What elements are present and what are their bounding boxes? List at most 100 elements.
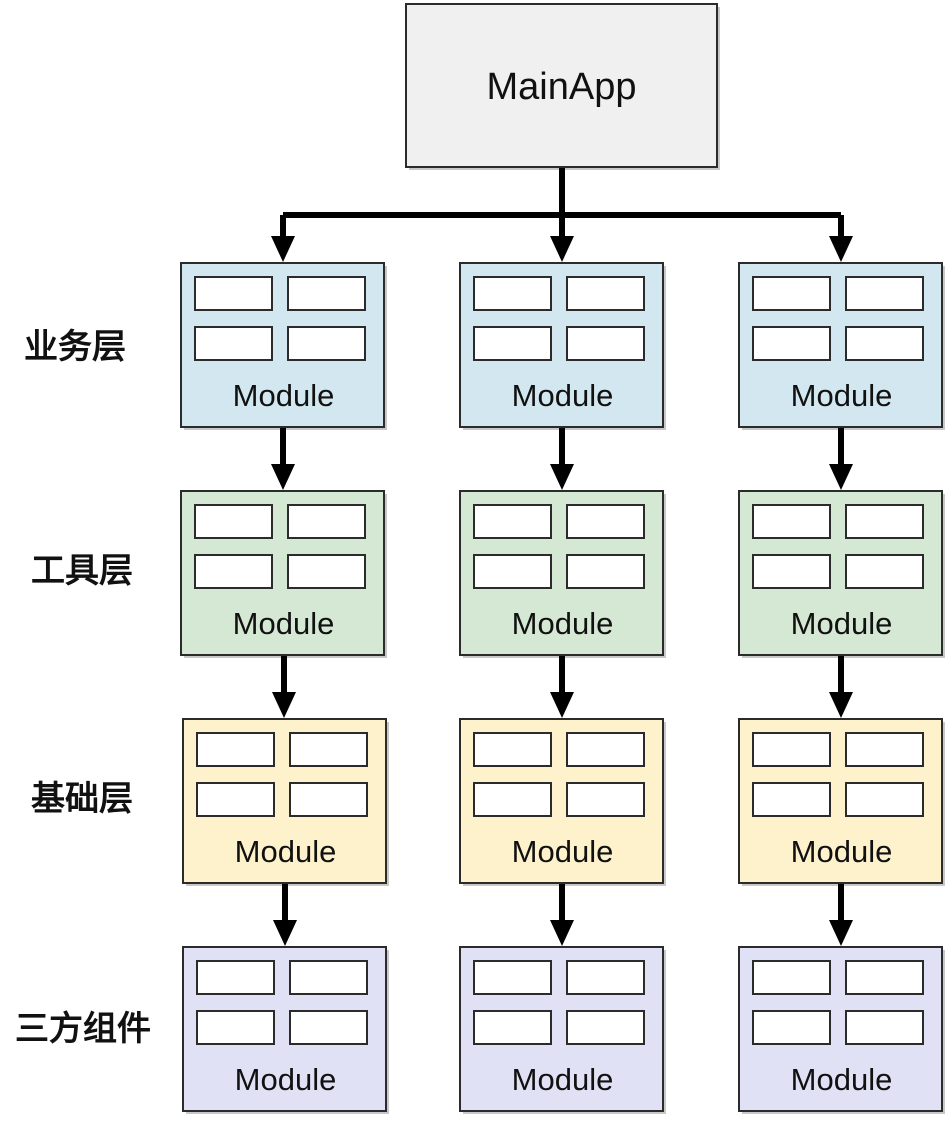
arrow-row-3-to-4-col-2-head: [550, 920, 574, 946]
arrow-main-to-col-2-head: [550, 236, 574, 262]
module-slot: [473, 732, 552, 767]
layer-label-3: 基础层: [31, 779, 133, 819]
module-slot: [845, 960, 924, 995]
module-slot: [752, 960, 831, 995]
module-slot: [196, 960, 275, 995]
layer-label-4: 三方组件: [15, 1009, 151, 1049]
module-slot: [196, 782, 275, 817]
module-slot: [287, 504, 366, 539]
module-slot: [752, 732, 831, 767]
layer-row-4: 三方组件 Module Module Module: [15, 946, 943, 1112]
arrow-main-to-col-2: [550, 215, 574, 262]
module-slot: [473, 276, 552, 311]
layer-label-2: 工具层: [31, 551, 133, 591]
arrow-row-3-to-4-col-3: [829, 883, 853, 946]
module-label: Module: [791, 606, 893, 641]
module-box: Module: [180, 262, 385, 428]
main-app-label: MainApp: [487, 66, 637, 108]
module-label: Module: [235, 1062, 337, 1097]
module-slot: [289, 1010, 368, 1045]
module-box: Module: [738, 718, 943, 884]
module-box: Module: [459, 262, 664, 428]
arrow-row-2-to-3-col-1-head: [272, 692, 296, 718]
module-slot: [196, 1010, 275, 1045]
module-slot: [473, 1010, 552, 1045]
layer-row-1: 业务层 Module Module Module: [24, 262, 943, 428]
module-label: Module: [233, 606, 335, 641]
module-box: Module: [738, 262, 943, 428]
module-label: Module: [512, 1062, 614, 1097]
module-slot: [566, 1010, 645, 1045]
arrow-row-3-to-4-col-1-head: [273, 920, 297, 946]
module-slot: [289, 732, 368, 767]
module-slot: [289, 782, 368, 817]
module-label: Module: [512, 834, 614, 869]
main-app-box: MainApp: [405, 3, 718, 168]
arrow-row-3-to-4-col-3-head: [829, 920, 853, 946]
module-slot: [566, 554, 645, 589]
arrow-main-to-col-3-head: [829, 236, 853, 262]
arrow-main-to-col-1: [271, 215, 295, 262]
arrow-row-2-to-3-col-3: [829, 655, 853, 718]
layer-label-1: 业务层: [24, 327, 126, 367]
module-slot: [194, 326, 273, 361]
module-slot: [196, 732, 275, 767]
module-label: Module: [233, 378, 335, 413]
module-slot: [473, 504, 552, 539]
arrow-row-1-to-2-col-1-head: [271, 464, 295, 490]
arrow-main-to-col-3: [829, 215, 853, 262]
module-slot: [845, 326, 924, 361]
module-label: Module: [791, 834, 893, 869]
module-slot: [845, 782, 924, 817]
module-label: Module: [791, 378, 893, 413]
module-box: Module: [459, 718, 664, 884]
module-slot: [473, 326, 552, 361]
module-slot: [845, 732, 924, 767]
main-app-rect: [405, 3, 718, 168]
module-slot: [194, 554, 273, 589]
module-label: Module: [235, 834, 337, 869]
module-slot: [473, 782, 552, 817]
arrow-row-1-to-2-col-2-head: [550, 464, 574, 490]
module-slot: [752, 1010, 831, 1045]
module-slot: [287, 326, 366, 361]
module-slot: [287, 554, 366, 589]
module-slot: [845, 1010, 924, 1045]
module-label: Module: [791, 1062, 893, 1097]
module-slot: [752, 554, 831, 589]
module-label: Module: [512, 378, 614, 413]
module-box: Module: [738, 490, 943, 656]
module-slot: [566, 782, 645, 817]
module-slot: [752, 326, 831, 361]
module-box: Module: [738, 946, 943, 1112]
module-label: Module: [512, 606, 614, 641]
module-slot: [194, 276, 273, 311]
module-slot: [752, 276, 831, 311]
arrow-row-1-to-2-col-3: [829, 427, 853, 490]
module-slot: [752, 782, 831, 817]
module-slot: [845, 504, 924, 539]
module-box: Module: [182, 718, 387, 884]
module-slot: [845, 554, 924, 589]
module-slot: [566, 504, 645, 539]
module-slot: [566, 326, 645, 361]
module-slot: [289, 960, 368, 995]
module-slot: [194, 504, 273, 539]
arrow-row-2-to-3-col-2-head: [550, 692, 574, 718]
connector-layer: [271, 167, 853, 946]
module-box: Module: [459, 490, 664, 656]
layer-row-2: 工具层 Module Module Module: [31, 490, 943, 656]
module-slot: [845, 276, 924, 311]
arrow-row-2-to-3-col-2: [550, 655, 574, 718]
arrow-row-1-to-2-col-3-head: [829, 464, 853, 490]
module-box: Module: [182, 946, 387, 1112]
arrow-row-1-to-2-col-1: [271, 427, 295, 490]
module-slot: [287, 276, 366, 311]
module-box: Module: [459, 946, 664, 1112]
module-slot: [566, 276, 645, 311]
module-box: Module: [180, 490, 385, 656]
module-slot: [566, 732, 645, 767]
module-slot: [752, 504, 831, 539]
